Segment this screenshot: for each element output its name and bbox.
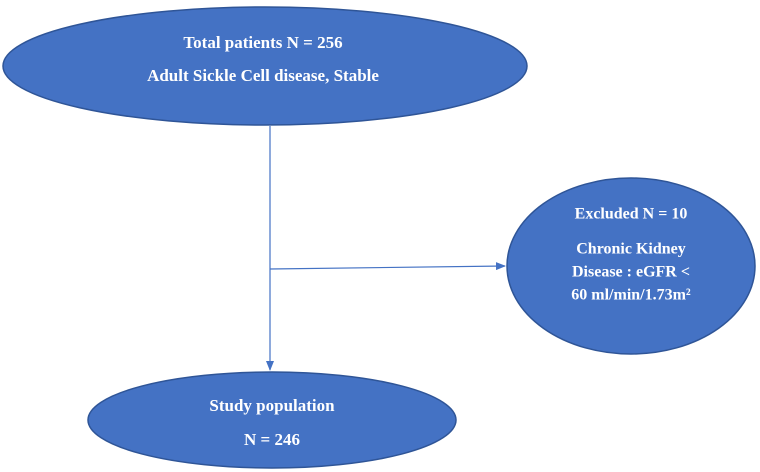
node-study-count: N = 246 bbox=[244, 430, 300, 449]
node-excluded: Excluded N = 10 Chronic Kidney Disease :… bbox=[506, 177, 756, 355]
node-total-patients: Total patients N = 256 Adult Sickle Cell… bbox=[2, 6, 528, 126]
node-excluded-line-3: 60 ml/min/1.73m² bbox=[571, 287, 691, 304]
node-total-shape bbox=[2, 6, 528, 126]
node-excluded-line-1: Chronic Kidney bbox=[576, 241, 686, 258]
node-study-title: Study population bbox=[209, 396, 335, 415]
node-study-population: Study population N = 246 bbox=[87, 371, 457, 469]
connector-branch-excluded bbox=[269, 262, 506, 271]
node-total-title: Total patients N = 256 bbox=[183, 33, 342, 52]
node-excluded-title: Excluded N = 10 bbox=[575, 206, 688, 223]
node-excluded-line-2: Disease : eGFR < bbox=[572, 264, 690, 281]
node-study-shape bbox=[87, 371, 457, 469]
node-total-subtitle: Adult Sickle Cell disease, Stable bbox=[147, 66, 379, 85]
node-excluded-shape bbox=[506, 177, 756, 355]
